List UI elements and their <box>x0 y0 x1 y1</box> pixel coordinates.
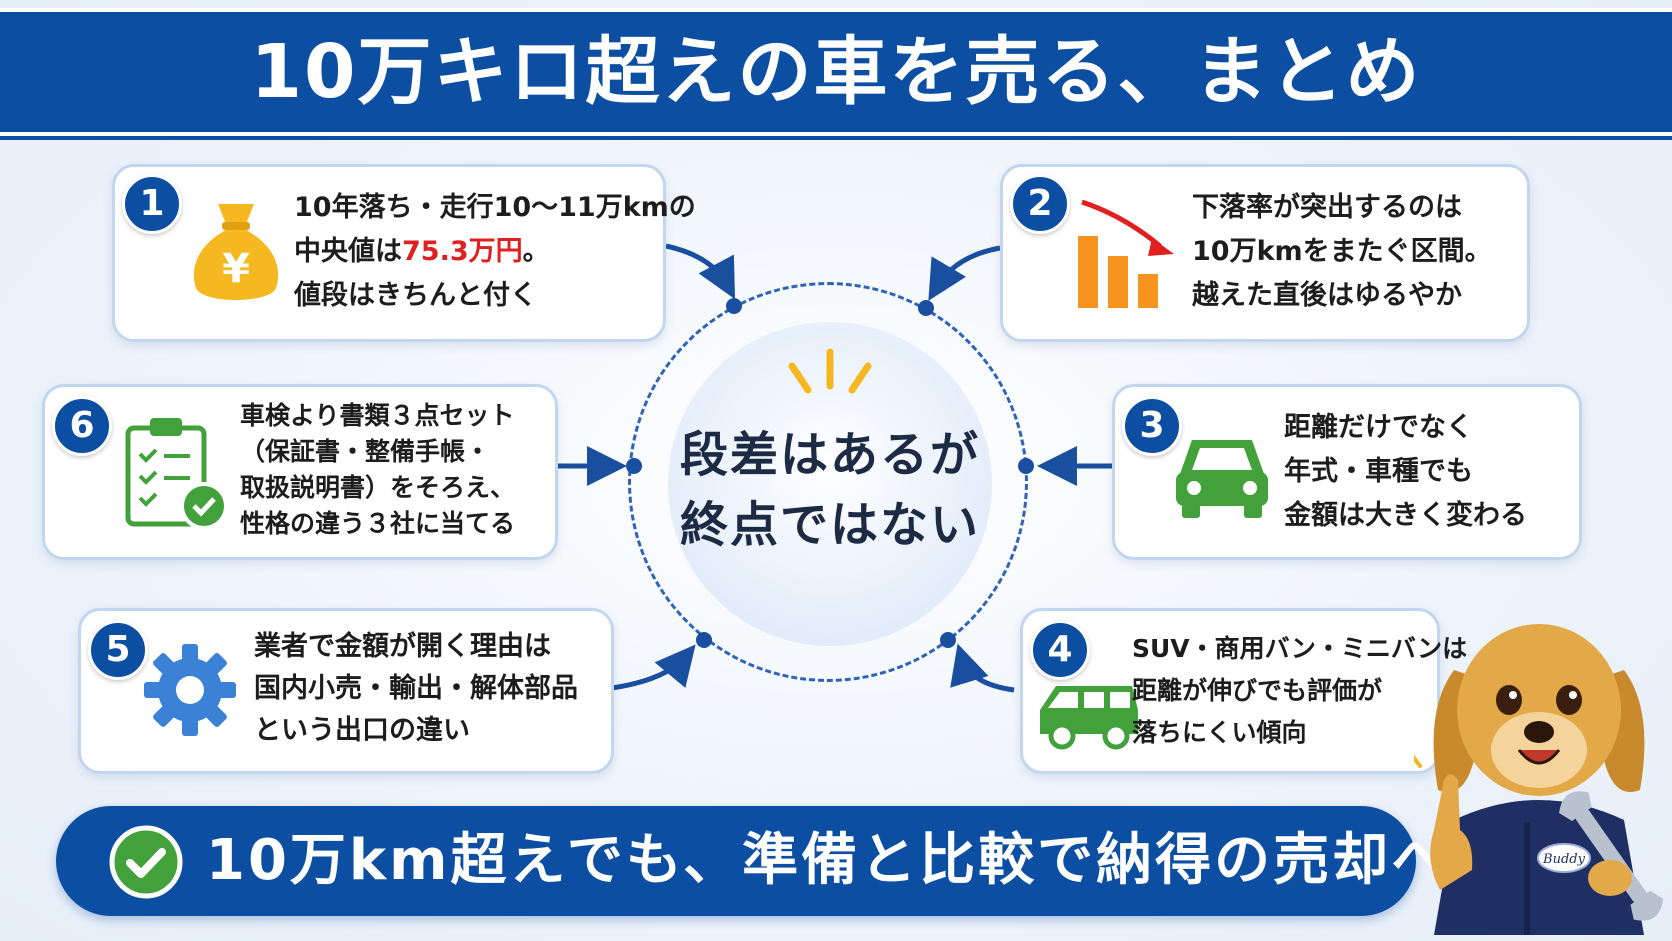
card-6-line-3: 取扱説明書）をそろえ、 <box>240 473 516 502</box>
center-line-2: 終点ではない <box>679 497 980 553</box>
center-dashed-ring <box>628 282 1028 682</box>
card-3-line-3: 金額は大きく変わる <box>1284 500 1527 531</box>
ring-dot <box>626 458 642 474</box>
card-5-line-3: という出口の違い <box>254 715 470 746</box>
ring-dot <box>918 300 934 316</box>
clipboard-checklist-icon <box>125 418 228 530</box>
median-price-highlight: 75.3万円 <box>402 236 523 267</box>
card-5-line-1: 業者で金額が開く理由は <box>254 631 551 662</box>
card-1-text: 10年落ち・走行10〜11万kmの 中央値は75.3万円。 値段はきちんと付く <box>294 186 696 318</box>
card-1-line-2-prefix: 中央値は <box>294 236 402 267</box>
card-5-number-badge: 5 <box>88 620 148 680</box>
card-2-line-2: 10万kmをまたぐ区間。 <box>1192 236 1492 267</box>
card-4-line-2: 距離が伸びでも評価が <box>1132 676 1383 705</box>
card-1-line-3: 値段はきちんと付く <box>294 280 537 311</box>
header-bar: 10万キロ超えの車を売る、まとめ <box>0 8 1672 132</box>
card-2-line-3: 越えた直後はゆるやか <box>1192 280 1462 311</box>
card-4-number-badge: 4 <box>1030 620 1090 680</box>
page-title: 10万キロ超えの車を売る、まとめ <box>250 29 1422 115</box>
mascot-name-badge: Buddy <box>1542 852 1586 867</box>
card-6-line-4: 性格の違う３社に当てる <box>240 509 516 538</box>
card-3-text: 距離だけでなく 年式・車種でも 金額は大きく変わる <box>1284 406 1527 538</box>
card-1-line-2-suffix: 。 <box>522 236 550 267</box>
card-6-text: 車検より書類３点セット （保証書・整備手帳・ 取扱説明書）をそろえ、 性格の違う… <box>240 398 515 542</box>
gear-icon <box>144 644 236 736</box>
money-bag-yen-icon: ¥ <box>193 204 279 300</box>
summary-banner: 10万km超えでも、準備と比較で納得の売却へ <box>56 806 1447 916</box>
ring-dot <box>726 298 742 314</box>
card-4-line-1: SUV・商用バン・ミニバンは <box>1132 634 1468 663</box>
card-1-line-1: 10年落ち・走行10〜11万kmの <box>294 192 696 223</box>
card-5-text: 業者で金額が開く理由は 国内小売・輸出・解体部品 という出口の違い <box>254 626 578 752</box>
ring-dot <box>696 632 712 648</box>
card-3-line-1: 距離だけでなく <box>1284 412 1473 443</box>
sparkle-icon <box>788 348 872 394</box>
card-6-line-2: （保証書・整備手帳・ <box>240 437 491 466</box>
card-2-number-badge: 2 <box>1010 174 1070 234</box>
card-5-line-2: 国内小売・輸出・解体部品 <box>254 673 578 704</box>
card-4-line-3: 落ちにくい傾向 <box>1132 718 1307 747</box>
center-message: 段差はあるが 終点ではない <box>668 420 992 560</box>
car-front-icon <box>1176 440 1268 518</box>
card-2-text: 下落率が突出するのは 10万kmをまたぐ区間。 越えた直後はゆるやか <box>1192 186 1492 318</box>
dog-mascot-icon: Buddy <box>1414 624 1664 935</box>
summary-text: 10万km超えでも、準備と比較で納得の売却へ <box>206 828 1451 893</box>
svg-text:¥: ¥ <box>222 246 250 292</box>
card-2-line-1: 下落率が突出するのは <box>1192 192 1462 223</box>
card-4 <box>1020 608 1440 774</box>
card-1-number-badge: 1 <box>122 174 182 234</box>
card-6-number-badge: 6 <box>52 396 112 456</box>
card-1-line-2: 中央値は75.3万円。 <box>294 230 696 274</box>
declining-bar-chart-icon <box>1078 199 1174 308</box>
ring-dot <box>1018 458 1034 474</box>
van-icon <box>1040 686 1138 750</box>
check-circle-icon <box>109 825 183 899</box>
card-4-text: SUV・商用バン・ミニバンは 距離が伸びでも評価が 落ちにくい傾向 <box>1132 628 1467 754</box>
card-3-line-2: 年式・車種でも <box>1284 456 1473 487</box>
center-line-1: 段差はあるが <box>679 427 980 483</box>
card-3-number-badge: 3 <box>1122 396 1182 456</box>
card-6-line-1: 車検より書類３点セット <box>240 401 515 430</box>
